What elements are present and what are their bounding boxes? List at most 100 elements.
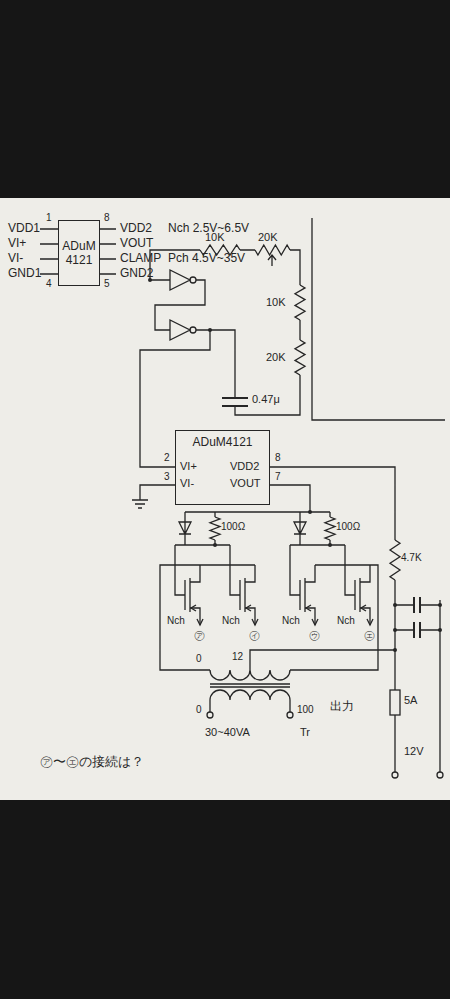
wire: [185, 467, 395, 540]
callout-mark: ㋐: [194, 629, 205, 642]
callout-mark: ㋓: [364, 629, 375, 642]
mosfet-arrow: [306, 605, 311, 611]
resistor-symbol: [210, 517, 220, 540]
paper-sheet: [0, 198, 450, 800]
pin-number: 8: [275, 452, 281, 464]
arrow-head: [367, 619, 373, 625]
resistor-value: 100Ω: [221, 521, 245, 533]
pin-number: 2: [164, 452, 170, 464]
pin-name: VI-: [180, 477, 194, 490]
pin-name: VDD2: [230, 460, 259, 473]
supply-voltage: 12V: [404, 745, 424, 758]
part-name: Tr: [300, 726, 310, 739]
tap-number: 0: [196, 653, 202, 665]
resistor-value: 100Ω: [336, 521, 360, 533]
resistor-value: 10K: [266, 296, 286, 309]
pin-name: GND2: [120, 267, 153, 281]
resistor-value: 4.7K: [401, 552, 422, 564]
inverter-bubble: [190, 277, 196, 283]
mosfet-arrow: [191, 605, 196, 611]
part-type: Nch: [282, 615, 300, 627]
tap-number: 0: [196, 704, 202, 716]
pin-stubs: [40, 229, 116, 274]
wire: [140, 330, 235, 500]
pin-name: GND1: [8, 267, 41, 281]
terminal: [287, 712, 293, 718]
pin-name: VOUT: [120, 237, 153, 251]
pin-name: VI-: [8, 252, 23, 266]
pin-number: 7: [275, 471, 281, 483]
callout-mark: ㋒: [309, 629, 320, 642]
diode-symbol: [294, 512, 306, 545]
part-type: Nch: [167, 615, 185, 627]
arrow-head: [312, 619, 318, 625]
generated-symbols: [175, 245, 400, 700]
pin-number: 8: [104, 212, 110, 224]
wire: [150, 250, 300, 415]
terminal: [392, 772, 398, 778]
arrow-head: [197, 619, 203, 625]
pin-number: 1: [46, 212, 52, 224]
ground-symbol: [132, 500, 148, 508]
inverter-symbol: [170, 320, 190, 340]
question-note: ㋐〜㋓の接続は？: [40, 755, 144, 770]
inverter-bubble: [190, 327, 196, 333]
transformer-secondary: [210, 690, 290, 700]
part-type: Nch: [222, 615, 240, 627]
resistor-value: 20K: [266, 351, 286, 364]
voltage-note: Pch 4.5V~35V: [168, 252, 245, 266]
pin-number: 3: [164, 471, 170, 483]
mosfet-arrow: [246, 605, 251, 611]
wire: [395, 580, 440, 772]
resistor-value: 10K: [205, 231, 225, 244]
part-type: Nch: [337, 615, 355, 627]
mosfet-symbol: [345, 545, 370, 625]
pin-name: VI+: [8, 237, 26, 251]
mosfet-symbol: [290, 545, 315, 625]
terminal: [207, 712, 213, 718]
mosfet-arrow: [361, 605, 366, 611]
mosfet-symbol: [175, 545, 200, 625]
arrow-head: [252, 619, 258, 625]
chip-name: ADuM4121: [192, 435, 252, 449]
transformer-primary: [210, 670, 290, 680]
terminal: [437, 772, 443, 778]
tap-number: 12: [232, 651, 243, 663]
chip-name: ADuM 4121: [61, 239, 97, 268]
transformer-rating: 30~40VA: [205, 726, 250, 739]
bracket-line: [312, 218, 445, 420]
diode-symbol: [179, 512, 191, 545]
pin-name: VDD2: [120, 222, 152, 236]
capacitor-value: 0.47μ: [252, 393, 280, 406]
inverter-symbol: [170, 270, 190, 290]
trimmer-arrow: [268, 255, 276, 266]
callout-mark: ㋑: [249, 629, 260, 642]
resistor-symbol: [390, 540, 400, 580]
chip-pinout-box: ADuM 4121: [58, 220, 100, 286]
transformer-core: [210, 684, 290, 687]
pin-name: VOUT: [230, 477, 261, 490]
resistor-symbol: [295, 285, 305, 320]
pin-name: CLAMP: [120, 252, 161, 266]
mosfet-symbol: [230, 545, 255, 625]
pin-number: 4: [46, 278, 52, 290]
pin-name: VI+: [180, 460, 197, 473]
fuse-symbol: [390, 690, 400, 715]
capacitor-symbol: [222, 398, 248, 406]
wire: [210, 700, 290, 712]
pin-number: 5: [104, 278, 110, 290]
resistor-symbol: [325, 517, 335, 540]
output-note: 出力: [330, 700, 354, 714]
capacitor-symbol: [414, 597, 420, 638]
wire: [175, 512, 345, 545]
tap-number: 100: [297, 704, 314, 716]
wire: [155, 280, 205, 330]
fuse-rating: 5A: [404, 694, 417, 707]
junction-dots: [148, 278, 442, 652]
resistor-symbol: [295, 340, 305, 375]
resistor-value: 20K: [258, 231, 278, 244]
pin-name: VDD1: [8, 222, 40, 236]
resistor-symbol: [255, 245, 290, 255]
chip-pins: [160, 467, 285, 485]
